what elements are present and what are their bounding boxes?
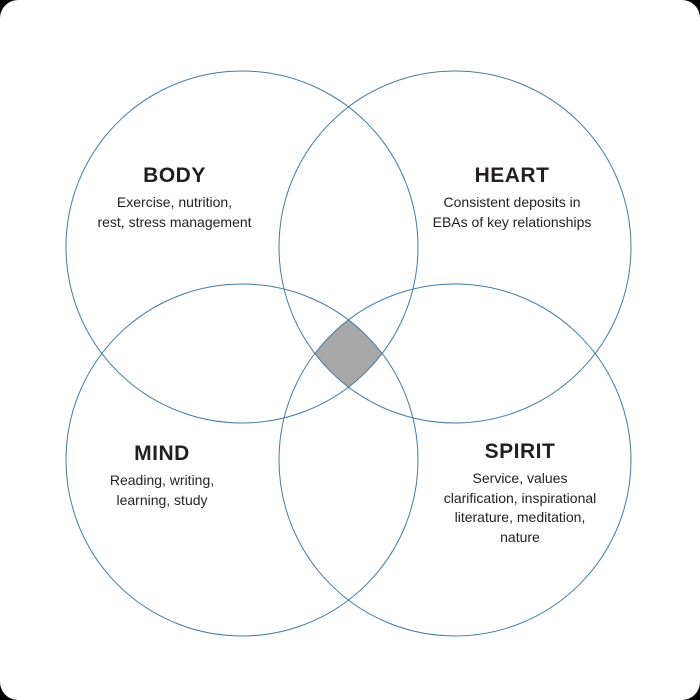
spirit-label-group: SPIRIT Service, values clarification, in…	[420, 440, 620, 547]
spirit-title: SPIRIT	[484, 440, 556, 463]
mind-title: MIND	[134, 442, 190, 465]
spirit-description: Service, values clarification, inspirati…	[443, 470, 597, 545]
heart-description: Consistent deposits in EBAs of key relat…	[432, 194, 592, 230]
body-title: BODY	[143, 164, 206, 187]
center-intersection-shape	[314, 319, 383, 388]
body-label-group: BODY Exercise, nutrition, rest, stress m…	[87, 164, 262, 232]
heart-label-group: HEART Consistent deposits in EBAs of key…	[412, 164, 612, 232]
mind-circle	[65, 283, 419, 637]
body-circle	[65, 70, 419, 424]
heart-circle	[278, 70, 632, 424]
body-description: Exercise, nutrition, rest, stress manage…	[97, 194, 252, 230]
mind-label-group: MIND Reading, writing, learning, study	[77, 442, 247, 510]
heart-title: HEART	[474, 164, 550, 187]
spirit-circle	[278, 283, 632, 637]
mind-description: Reading, writing, learning, study	[109, 472, 215, 508]
